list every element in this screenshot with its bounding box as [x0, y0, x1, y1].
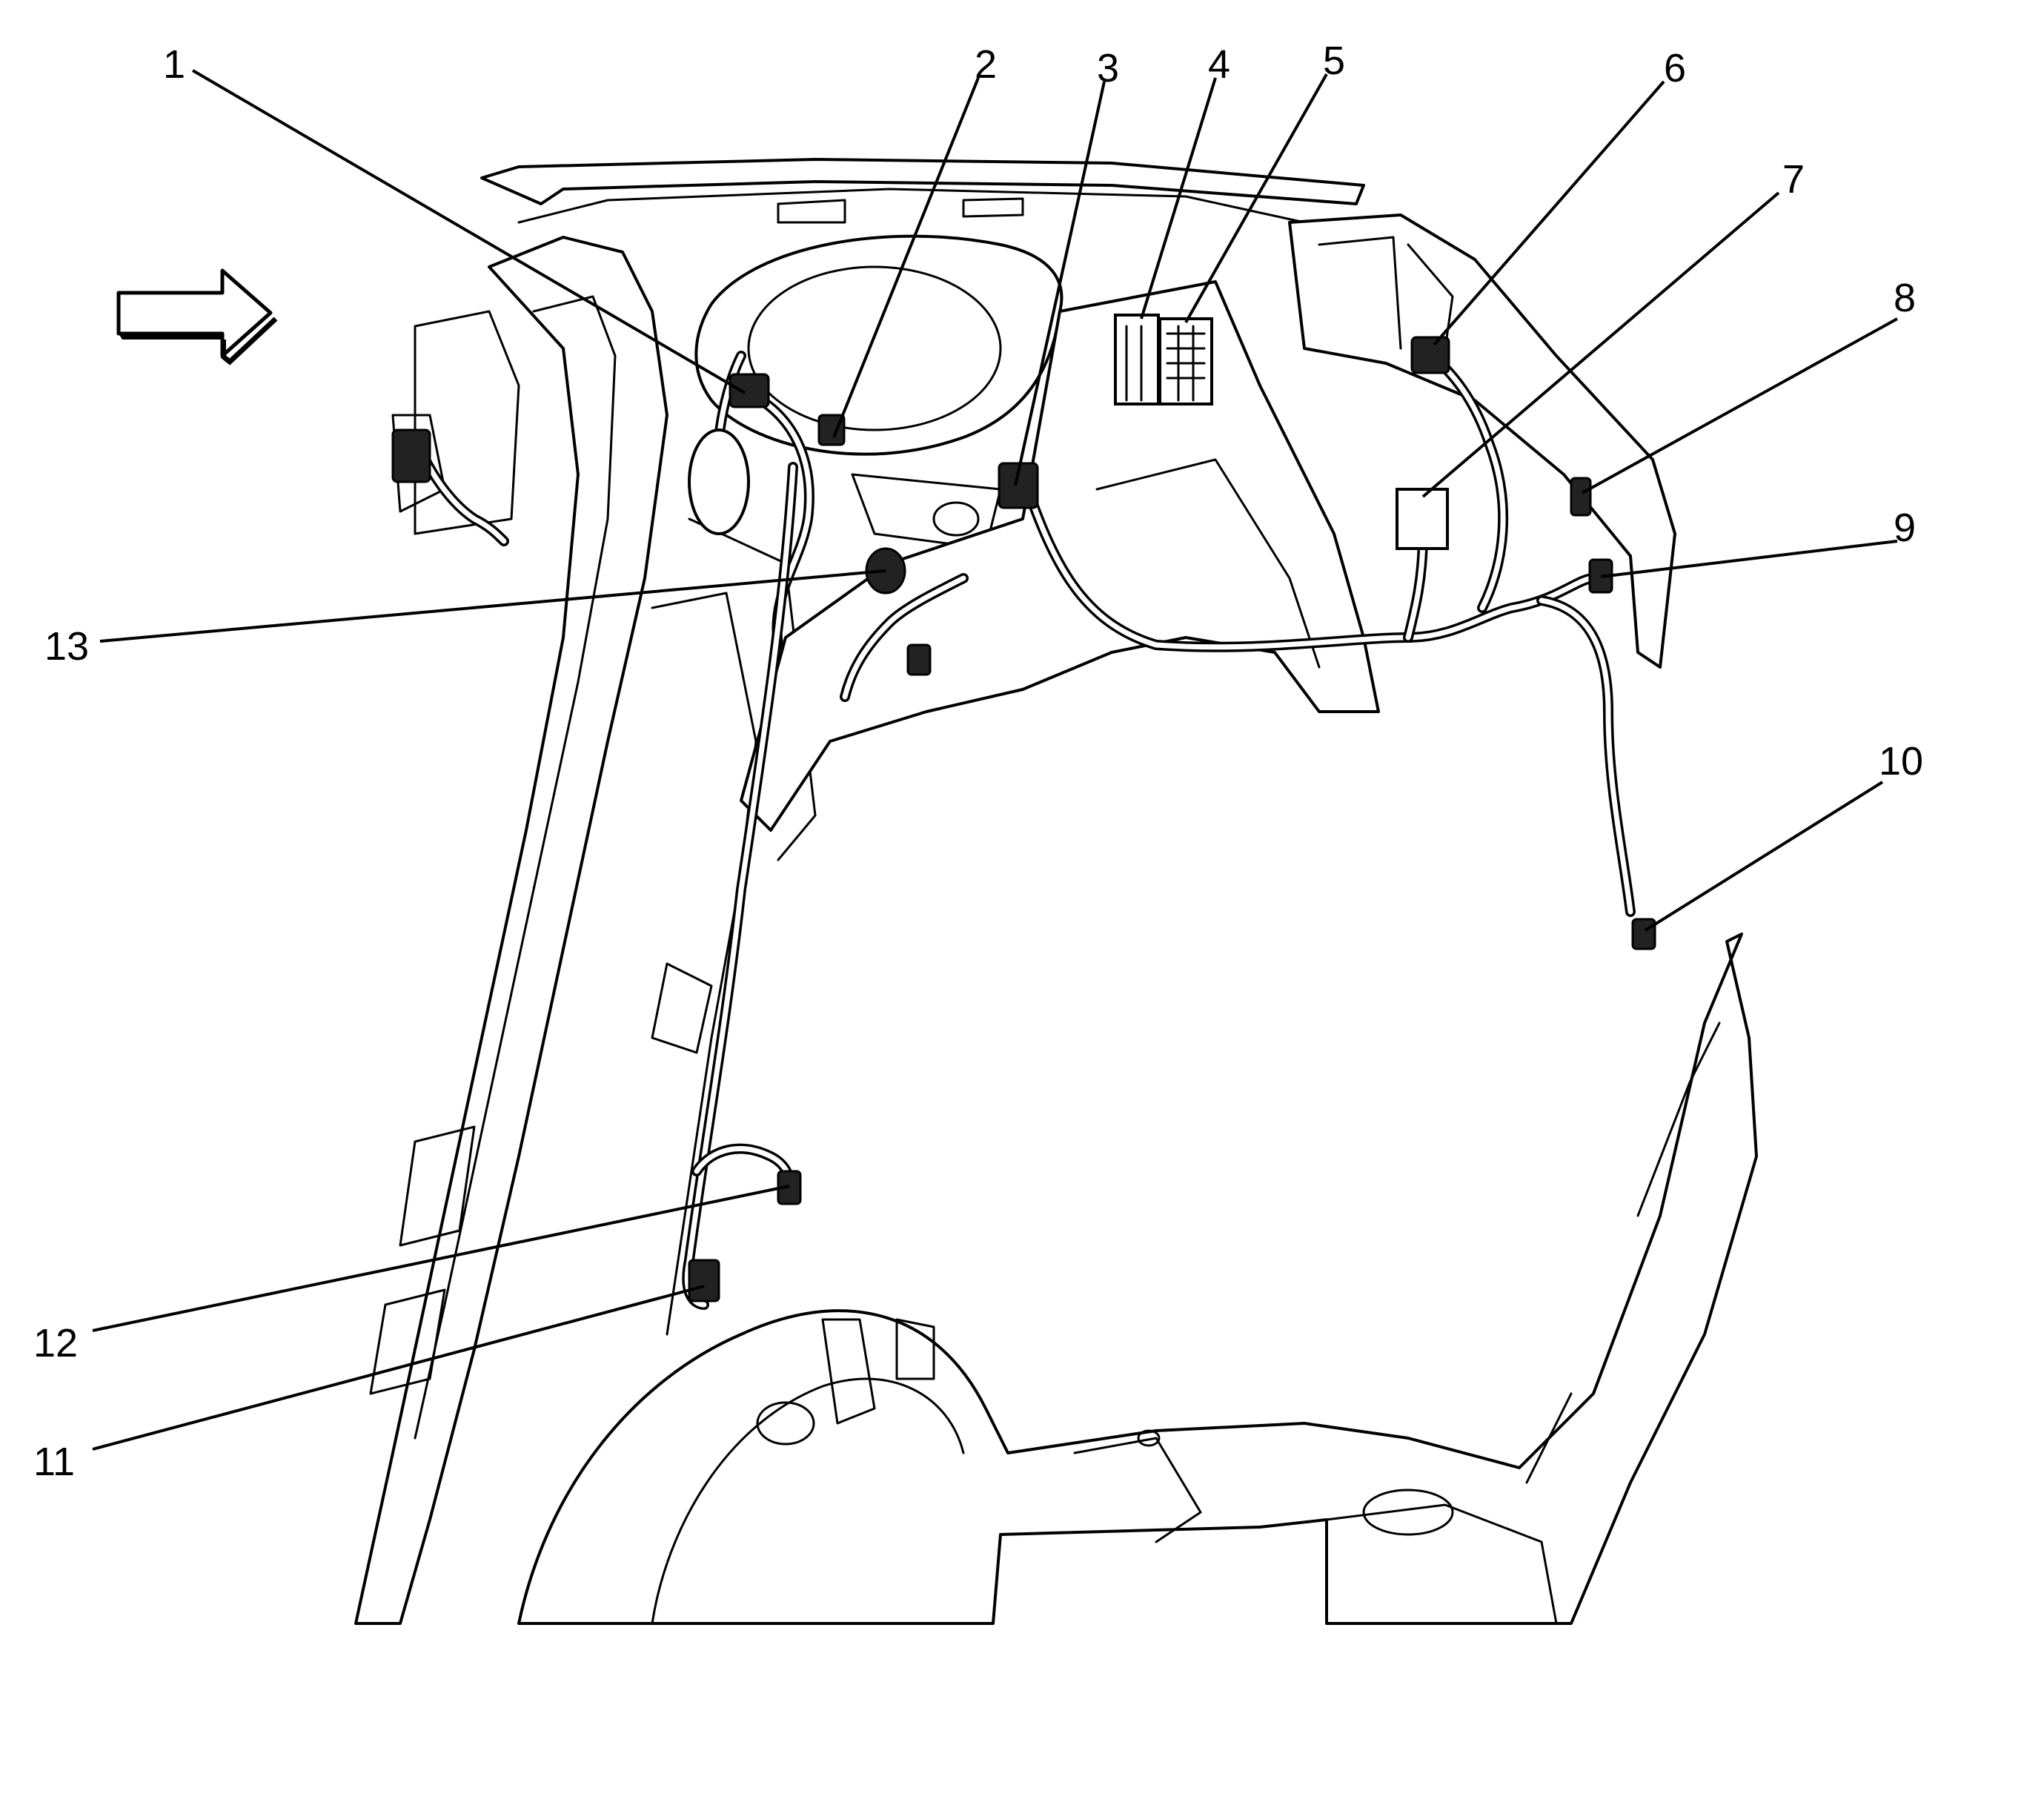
- callout-11: 11: [33, 1440, 75, 1484]
- wiring-harness: [410, 343, 1636, 1310]
- fuse-block-4: [1114, 314, 1160, 405]
- fuse-block-5-grid: [1125, 325, 1206, 402]
- left-pillar: [354, 236, 668, 1625]
- callout-12: 12: [33, 1321, 78, 1365]
- connector-3: [998, 462, 1039, 509]
- callout-2: 2: [975, 42, 997, 87]
- callout-8: 8: [1894, 276, 1916, 320]
- right-arrow-icon: [116, 268, 278, 365]
- callout-3: 3: [1097, 46, 1119, 90]
- callout-13: 13: [44, 624, 89, 669]
- callout-5: 5: [1323, 39, 1345, 83]
- callout-4: 4: [1208, 42, 1230, 87]
- connector-6: [1410, 336, 1450, 374]
- callout-6: 6: [1664, 46, 1686, 90]
- components: [391, 314, 1656, 1302]
- fuse-block-5: [1158, 317, 1213, 405]
- callout-1: 1: [163, 42, 185, 87]
- lower-wheelhouse: [517, 933, 1758, 1625]
- callout-7: 7: [1782, 157, 1805, 202]
- module-7: [1396, 488, 1449, 550]
- callout-9: 9: [1894, 506, 1916, 550]
- connector-11: [688, 1259, 720, 1302]
- connector-1: [729, 373, 770, 408]
- callout-10: 10: [1879, 739, 1923, 784]
- connector-2: [817, 414, 846, 446]
- connector-10: [1631, 918, 1656, 950]
- connector-8: [1570, 477, 1592, 517]
- callout-labels: 1 2 3 4 5 6 7 8 9 10 11 12 13: [33, 39, 1923, 1484]
- leader-lines: [92, 69, 1898, 1451]
- cowl-panel: [480, 158, 1365, 224]
